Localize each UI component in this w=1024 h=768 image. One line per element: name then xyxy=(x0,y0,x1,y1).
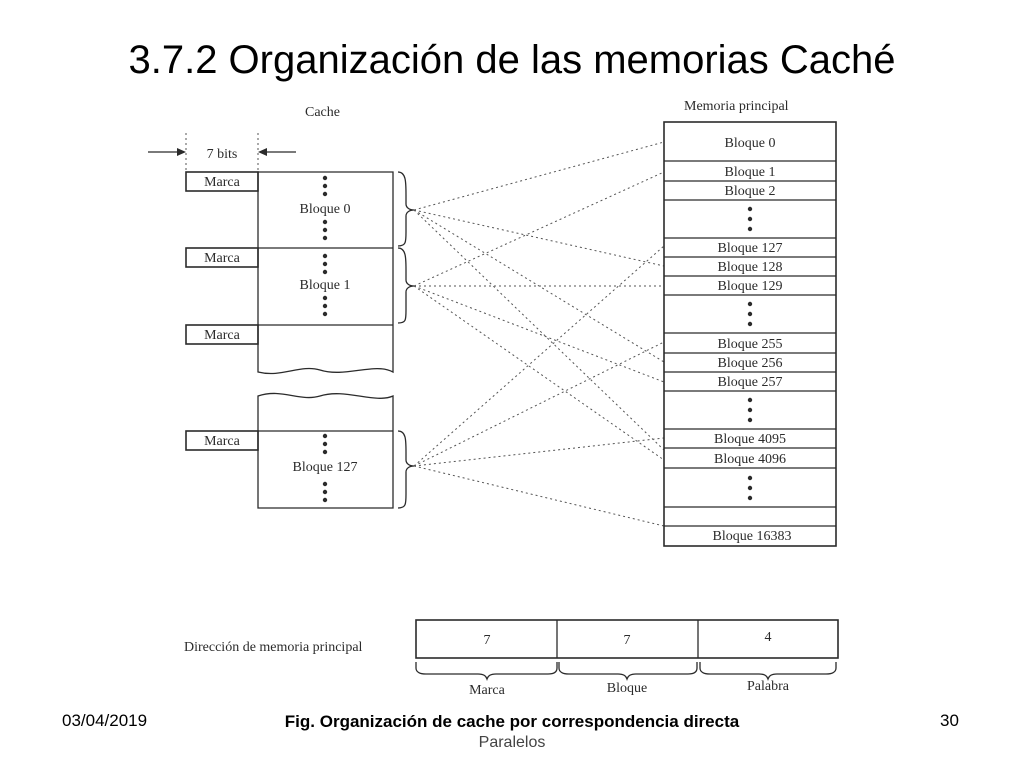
address-field-word-name: Palabra xyxy=(747,679,790,694)
slide-title: 3.7.2 Organización de las memorias Caché xyxy=(128,38,896,82)
address-field-brackets xyxy=(415,662,837,682)
memory-block-label: Bloque 256 xyxy=(718,356,783,371)
memory-block-label: Bloque 0 xyxy=(725,136,776,151)
cache-dots xyxy=(322,175,328,503)
cache-block-1-label: Bloque 1 xyxy=(300,278,351,293)
address-label: Dirección de memoria principal xyxy=(184,640,363,655)
address-field-tag-name: Marca xyxy=(469,683,506,698)
memory-block-label: Bloque 1 xyxy=(725,165,776,180)
main-memory-label: Memoria principal xyxy=(684,99,789,114)
address-format-box xyxy=(415,619,839,659)
tag-label-0: Marca xyxy=(204,175,241,190)
address-field-block-name: Bloque xyxy=(607,681,647,696)
cache-braces xyxy=(397,171,415,509)
address-field-word-bits: 4 xyxy=(765,630,772,645)
address-field-tag-bits: 7 xyxy=(484,633,491,648)
cache-label: Cache xyxy=(305,105,340,120)
footer-subtitle: Paralelos xyxy=(478,734,546,751)
cache-block-0-label: Bloque 0 xyxy=(300,202,351,217)
bits-dimension: 7 bits xyxy=(148,133,296,172)
memory-block-label: Bloque 16383 xyxy=(713,529,792,544)
tag-label-127: Marca xyxy=(204,434,241,449)
tag-label-2: Marca xyxy=(204,328,241,343)
cache-block-127-label: Bloque 127 xyxy=(293,460,358,475)
slide-page-number: 30 xyxy=(940,711,959,730)
memory-block-labels: Bloque 0 Bloque 1 Bloque 2 Bloque 127 Bl… xyxy=(713,136,792,544)
mapping-lines xyxy=(413,141,665,527)
bits-label: 7 bits xyxy=(207,147,238,162)
figure-caption: Fig. Organización de cache por correspon… xyxy=(284,712,740,731)
slide-date: 03/04/2019 xyxy=(62,711,148,730)
memory-block-label: Bloque 255 xyxy=(718,337,783,352)
main-memory-column xyxy=(663,121,837,547)
memory-block-label: Bloque 4096 xyxy=(714,452,786,467)
memory-dividers xyxy=(664,160,836,527)
memory-block-label: Bloque 257 xyxy=(718,375,783,390)
cache-lower-section xyxy=(257,392,394,509)
memory-block-label: Bloque 127 xyxy=(718,241,783,256)
memory-block-label: Bloque 128 xyxy=(718,260,783,275)
address-field-block-bits: 7 xyxy=(624,633,631,648)
memory-block-label: Bloque 129 xyxy=(718,279,783,294)
cache-upper-section xyxy=(257,171,394,375)
memory-dots xyxy=(747,206,753,501)
tag-label-1: Marca xyxy=(204,251,241,266)
memory-block-label: Bloque 2 xyxy=(725,184,776,199)
memory-block-label: Bloque 4095 xyxy=(714,432,786,447)
